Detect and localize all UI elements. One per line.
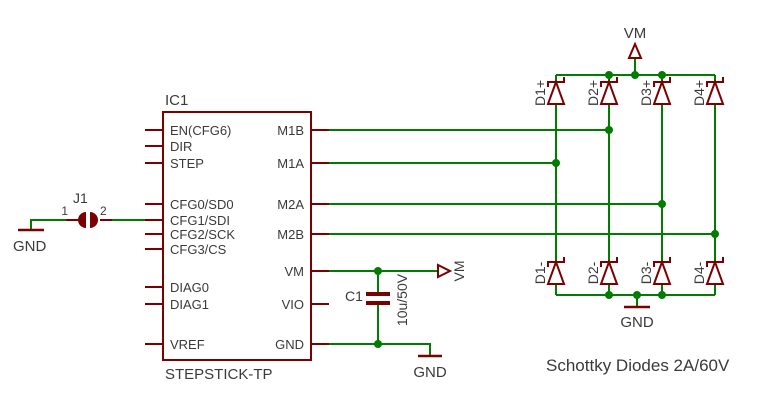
- ic1-designator: IC1: [165, 92, 188, 109]
- diode-label: D2-: [585, 261, 601, 284]
- wire-gnd-net: [329, 305, 431, 356]
- junction-dot: [631, 71, 639, 79]
- j1-pin2-number: 2: [100, 204, 107, 218]
- diode-triangle: [652, 259, 672, 285]
- pin-label-m1a: M1A: [277, 156, 304, 171]
- pin-label-m2a: M2A: [277, 197, 304, 212]
- pin-label-step: STEP: [170, 156, 204, 171]
- junction-dot: [605, 126, 613, 134]
- pin-label-cfg1: CFG1/SDI: [170, 213, 230, 228]
- pin-label-m1b: M1B: [277, 123, 304, 138]
- ic1-value: STEPSTICK-TP: [165, 366, 273, 383]
- junction-dot: [605, 71, 613, 79]
- junction-dot: [658, 71, 666, 79]
- j1-pin1-number: 1: [61, 204, 68, 218]
- junction-dot: [374, 340, 382, 348]
- pin-label-m2b: M2B: [277, 227, 304, 242]
- pin-label-vref: VREF: [170, 337, 205, 352]
- pin-label-vio: VIO: [282, 297, 304, 312]
- c1-designator: C1: [345, 288, 363, 304]
- diode-triangle: [652, 79, 672, 105]
- pin-label-en: EN(CFG6): [170, 123, 231, 138]
- pin-label-diag0: DIAG0: [170, 280, 209, 295]
- capacitor-c1: C1 10u/50V: [345, 273, 410, 326]
- diode-label: D3-: [638, 261, 654, 284]
- wire-gnd-to-j1: [30, 219, 66, 230]
- junction-dot: [552, 159, 560, 167]
- diode-label: D1+: [532, 80, 548, 106]
- junction-dot: [711, 230, 719, 238]
- diode-d3-plus: D3+: [638, 77, 672, 106]
- vm-arrow-icon: [437, 263, 453, 279]
- vm-label: VM: [451, 261, 467, 282]
- diode-label: D1-: [532, 261, 548, 284]
- connector-j1: J1 1 2: [61, 190, 112, 228]
- pin-label-cfg3: CFG3/CS: [170, 242, 227, 257]
- c1-plate-bottom: [366, 301, 390, 305]
- junction-dots: [374, 71, 719, 348]
- j1-contact-left: [78, 212, 86, 228]
- pin-label-cfg2: CFG2/SCK: [170, 227, 235, 242]
- gnd-label: GND: [13, 238, 47, 255]
- diode-triangle: [599, 79, 619, 105]
- c1-value: 10u/50V: [394, 273, 410, 326]
- vm-supply-arrow: VM: [437, 261, 467, 282]
- diode-triangle: [599, 259, 619, 285]
- diode-label: D3+: [638, 80, 654, 106]
- junction-dot: [605, 291, 613, 299]
- diode-triangle: [705, 259, 725, 285]
- j1-contact-right: [90, 212, 98, 228]
- vm-label: VM: [624, 25, 647, 42]
- diode-d3-minus: D3-: [638, 257, 672, 285]
- ic1-pins-right: [311, 129, 329, 345]
- pin-label-gnd: GND: [275, 337, 304, 352]
- junction-dot: [633, 291, 641, 299]
- pin-label-dir: DIR: [170, 139, 192, 154]
- diode-triangle: [546, 79, 566, 105]
- vm-arrow-up-icon: [627, 41, 643, 59]
- diode-label: D4+: [691, 80, 707, 106]
- j1-designator: J1: [73, 190, 88, 206]
- pin-label-diag1: DIAG1: [170, 297, 209, 312]
- junction-dot: [658, 291, 666, 299]
- gnd-label: GND: [413, 364, 447, 381]
- diode-d2-minus: D2-: [585, 257, 619, 285]
- diode-triangle: [705, 79, 725, 105]
- gnd-symbol-j1: GND: [13, 228, 47, 255]
- ic1-symbol: IC1 STEPSTICK-TP EN(CFG6) DIR STEP CFG0/…: [145, 92, 329, 383]
- diode-label: D4-: [691, 261, 707, 284]
- gnd-label: GND: [620, 314, 654, 331]
- diodes-caption: Schottky Diodes 2A/60V: [546, 356, 730, 375]
- junction-dot: [374, 267, 382, 275]
- gnd-symbol-cap: GND: [413, 354, 447, 381]
- diode-d4-minus: D4-: [691, 257, 725, 285]
- diode-d4-plus: D4+: [691, 77, 725, 106]
- pin-label-cfg0: CFG0/SD0: [170, 197, 234, 212]
- junction-dot: [658, 200, 666, 208]
- vm-supply-top: VM: [624, 25, 647, 59]
- diode-label: D2+: [585, 80, 601, 106]
- c1-plate-top: [366, 292, 390, 296]
- ic1-pins-left: [145, 129, 163, 345]
- diode-triangle: [546, 259, 566, 285]
- ic1-body: [162, 111, 312, 361]
- diode-d2-plus: D2+: [585, 77, 619, 106]
- pin-label-vm: VM: [285, 264, 305, 279]
- gnd-symbol-diodes: GND: [620, 305, 654, 331]
- diode-d1-minus: D1-: [532, 257, 566, 285]
- diode-d1-plus: D1+: [532, 77, 566, 106]
